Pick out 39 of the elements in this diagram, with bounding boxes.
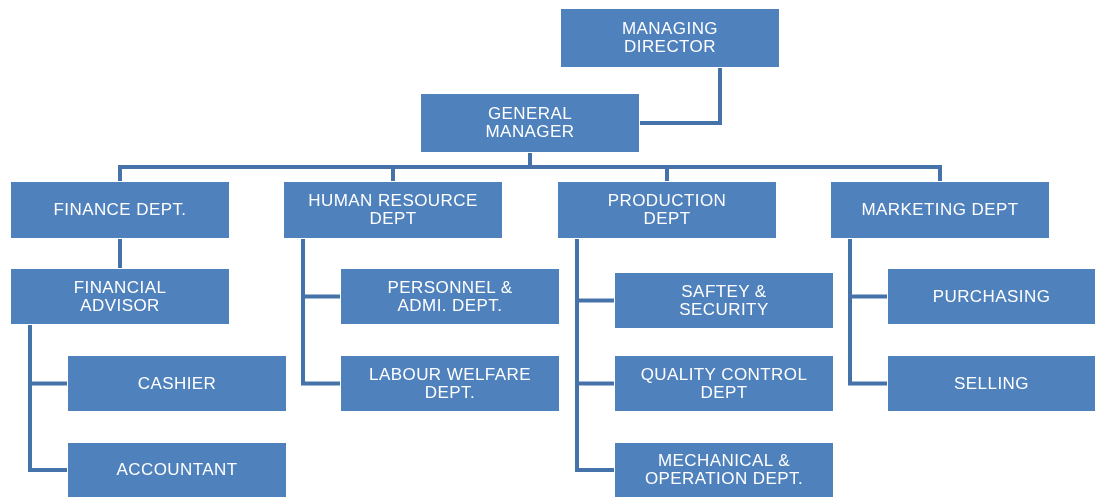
org-box [614, 442, 834, 498]
box-label: HUMAN RESOURCE DEPT [308, 192, 478, 228]
box-label: MANAGING DIRECTOR [621, 20, 719, 56]
box-label: FINANCIAL ADVISOR [72, 278, 168, 315]
connector-line [640, 68, 722, 125]
connector-line [528, 153, 942, 181]
org-box [340, 268, 560, 325]
org-box [283, 181, 503, 239]
box-label: PURCHASING [932, 287, 1051, 306]
box-label: ACCOUNTANT [116, 461, 238, 479]
org-box [340, 355, 560, 412]
org-box [560, 8, 780, 68]
org-box [887, 268, 1096, 325]
box-label: FINANCE DEPT. [53, 201, 187, 219]
box-label: SAFTEY & SECURITY [678, 282, 770, 319]
box-label: GENERAL MANAGER [484, 105, 576, 141]
org-box [67, 442, 287, 498]
box-label: QUALITY CONTROL DEPT [639, 365, 809, 402]
box-label: LABOUR WELFARE DEPT. [368, 365, 532, 402]
org-box [830, 181, 1050, 239]
org-box [420, 93, 640, 153]
org-box [10, 268, 230, 325]
org-box [614, 272, 834, 329]
box-label: SELLING [954, 374, 1029, 393]
connector-line [301, 239, 340, 386]
connector-line [118, 239, 122, 268]
box-label: CASHIER [137, 374, 217, 393]
box-label: PRODUCTION DEPT [606, 192, 728, 228]
box-label: MARKETING DEPT [861, 201, 1019, 219]
org-box [887, 355, 1096, 412]
org-box [67, 355, 287, 412]
org-box [10, 181, 230, 239]
connector-line [28, 325, 67, 472]
org-box [614, 355, 834, 412]
box-label: MECHANICAL & OPERATION DEPT. [643, 452, 805, 488]
org-box [557, 181, 777, 239]
connector-line [575, 239, 614, 472]
box-label: PERSONNEL & ADMI. DEPT. [386, 278, 514, 315]
connector-line [848, 239, 887, 386]
